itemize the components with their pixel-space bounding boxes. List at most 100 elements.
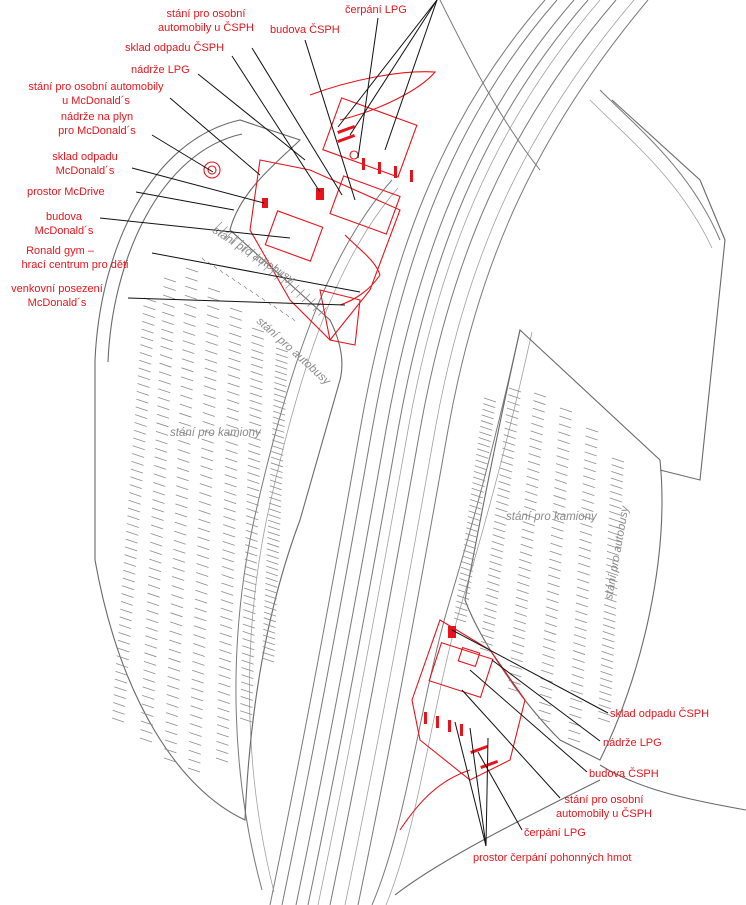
- parking-stall-line: [521, 536, 534, 542]
- label-truck-parking-east: stání pro kamiony: [506, 511, 598, 523]
- parking-stall-line: [131, 460, 144, 466]
- parking-stall-line: [548, 566, 561, 572]
- parking-stall-line: [169, 639, 182, 645]
- parking-stall-line: [502, 440, 516, 446]
- label-mcd-gas-tanks-2: pro McDonald´s: [58, 125, 136, 137]
- parking-stall-line: [202, 420, 215, 426]
- parking-stall-line: [528, 453, 541, 458]
- parking-stall-line: [224, 482, 237, 488]
- parking-stall-line: [581, 507, 594, 512]
- parking-stall-line: [229, 324, 242, 330]
- parking-stall-line: [460, 572, 473, 578]
- label-csph-waste-south: sklad odpadu ČSPH: [610, 707, 709, 720]
- parking-stall-line: [161, 328, 174, 334]
- parking-stall-line: [264, 600, 277, 605]
- parking-stall-line: [129, 492, 142, 497]
- parking-stall-line: [606, 550, 620, 556]
- parking-stall-line: [126, 523, 139, 528]
- parking-stall-line: [609, 497, 622, 503]
- parking-stall-line: [197, 536, 210, 542]
- parking-stall-line: [141, 703, 154, 709]
- parking-stall-line: [132, 453, 145, 458]
- parking-stall-line: [270, 473, 283, 479]
- parking-stall-line: [252, 253, 261, 262]
- parking-stall-line: [607, 544, 620, 550]
- parking-stall-line: [221, 574, 234, 580]
- label-mcd-building-1: budova: [46, 211, 83, 223]
- parking-stall-line: [469, 504, 482, 510]
- parking-stall-line: [489, 560, 502, 566]
- parking-stall-line: [143, 660, 157, 666]
- east-truck-parking: [394, 99, 746, 896]
- parking-stall-line: [139, 352, 152, 357]
- parking-stall-line: [495, 507, 508, 513]
- parking-stall-line: [516, 589, 529, 595]
- parking-stall-line: [584, 459, 597, 465]
- parking-stall-line: [251, 334, 264, 340]
- parking-stall-line: [517, 574, 531, 579]
- parking-stall-line: [203, 403, 216, 408]
- parking-stall-line: [181, 367, 194, 373]
- parking-stall-line: [196, 563, 209, 568]
- parking-stall-line: [229, 315, 242, 321]
- parking-stall-line: [175, 494, 188, 500]
- parking-stall-line: [176, 485, 189, 491]
- parking-stall-line: [229, 307, 243, 313]
- parking-stall-line: [279, 275, 289, 285]
- parking-stall-line: [274, 370, 288, 376]
- parking-stall-line: [178, 430, 191, 436]
- parking-stall-line: [553, 503, 566, 508]
- parking-stall-line: [147, 584, 161, 590]
- parking-stall-line: [150, 533, 163, 538]
- parking-stall-line: [600, 670, 613, 676]
- parking-stall-line: [250, 363, 264, 369]
- parking-stall-line: [273, 305, 278, 310]
- parking-stall-line: [196, 554, 210, 560]
- parking-stall-line: [599, 690, 612, 696]
- parking-stall-line: [456, 600, 469, 606]
- parking-stall-line: [545, 614, 558, 620]
- parking-stall-line: [494, 514, 507, 520]
- parking-stall-line: [228, 340, 242, 346]
- parking-stall-line: [246, 515, 259, 521]
- parking-stall-line: [520, 543, 533, 549]
- parking-stall-line: [142, 677, 156, 683]
- parking-stall-line: [242, 638, 255, 643]
- parking-stall-line: [199, 483, 212, 488]
- label-lpg-pumping-south: čerpání LPG: [524, 827, 586, 839]
- parking-stall-line: [511, 649, 524, 655]
- parking-stall-line: [543, 638, 556, 643]
- parking-stall-line: [263, 262, 272, 271]
- parking-stall-line: [559, 407, 573, 413]
- parking-stall-line: [610, 477, 624, 483]
- parking-stall-line: [141, 712, 154, 717]
- parking-stall-line: [518, 566, 531, 572]
- parking-stall-line: [163, 286, 176, 291]
- parking-stall-line: [243, 285, 248, 290]
- parking-stall-line: [218, 682, 231, 688]
- parking-stall-line: [187, 767, 201, 773]
- parking-stall-line: [578, 554, 591, 560]
- parking-stall-line: [163, 277, 177, 283]
- parking-stall-line: [523, 506, 537, 511]
- parking-stall-line: [183, 322, 196, 327]
- parking-stall-line: [160, 345, 173, 351]
- parking-stall-line: [603, 610, 616, 616]
- parking-stall-line: [512, 634, 525, 640]
- parking-stall-line: [261, 297, 266, 302]
- parking-stall-line: [244, 580, 257, 586]
- parking-stall-line: [478, 437, 491, 442]
- parking-stall-line: [188, 740, 202, 746]
- parking-stall-line: [531, 422, 544, 428]
- label-outdoor-seating-2: McDonald´s: [28, 297, 87, 309]
- parking-stall-line: [269, 491, 282, 496]
- parking-stall-line: [144, 643, 158, 649]
- parking-stall-line: [207, 296, 220, 302]
- parking-stall-line: [498, 480, 511, 486]
- csph-building-north: [329, 175, 401, 235]
- parking-stall-line: [197, 545, 210, 551]
- parking-stall-line: [158, 371, 172, 377]
- parking-stall-line: [119, 616, 132, 622]
- parking-stall-line: [182, 349, 195, 355]
- parking-stall-line: [216, 749, 229, 755]
